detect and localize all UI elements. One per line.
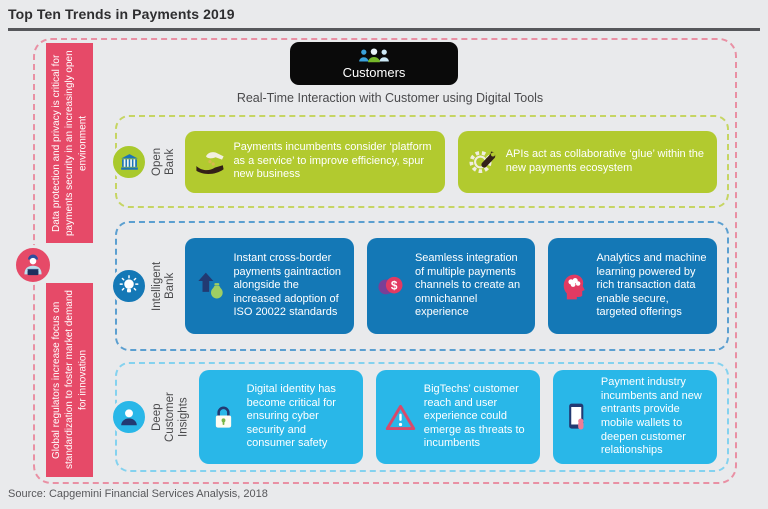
side-banner-global-regulators: Global regulators increase focus on stan… — [46, 283, 93, 477]
trend-text: Digital identity has become critical for… — [246, 382, 336, 450]
money-growth-icon — [194, 271, 226, 301]
page-title: Top Ten Trends in Payments 2019 — [8, 6, 235, 22]
trend-box-apis-glue: APIs act as collaborative ‘glue’ within … — [457, 130, 717, 193]
trend-text: BigTechs’ customer reach and user experi… — [423, 382, 525, 450]
row-intelligent-bank: Intelligent Bank Instant cross-border pa… — [110, 221, 729, 351]
customers-box: Customers — [290, 42, 458, 85]
trend-box-bigtechs-threat: BigTechs’ customer reach and user experi… — [375, 370, 540, 464]
dollar-channels-icon: $ — [376, 272, 408, 300]
customers-label: Customers — [342, 65, 406, 80]
padlock-icon — [208, 403, 240, 432]
bank-icon — [120, 154, 138, 170]
analyst-badge — [13, 245, 53, 285]
customers-caption: Real-Time Interaction with Customer usin… — [236, 91, 544, 105]
trend-text: Payments incumbents consider ‘platform a… — [233, 141, 432, 181]
side-banner-text: Global regulators increase focus on stan… — [50, 290, 89, 470]
row-label-deep-customer-insights: Deep Customer Insights — [151, 392, 190, 442]
warning-triangle-icon — [385, 403, 417, 432]
trend-box-omnichannel: $ Seamless integration of multiple payme… — [366, 238, 536, 334]
trend-text: Payment industry incumbents and new entr… — [600, 376, 702, 457]
trend-text: Analytics and machine learning powered b… — [596, 251, 707, 319]
trend-text: Seamless integration of multiple payment… — [414, 251, 521, 319]
hand-payment-icon — [194, 149, 226, 175]
open-bank-badge — [110, 142, 148, 181]
lightbulb-icon — [119, 275, 139, 293]
row-label-open-bank: Open Bank — [151, 147, 177, 176]
row-deep-customer-insights: Deep Customer Insights Digital identity … — [110, 362, 729, 472]
trend-box-digital-identity: Digital identity has become critical for… — [198, 370, 363, 464]
brain-analytics-icon — [557, 271, 589, 301]
mobile-wallet-icon — [562, 402, 594, 432]
row-open-bank: Open Bank Payments incumbents consider ‘… — [110, 115, 729, 208]
trend-box-platform-as-a-service: Payments incumbents consider ‘platform a… — [185, 130, 445, 193]
intelligent-bank-badge — [110, 267, 148, 305]
side-banner-data-protection: Data protection and privacy is critical … — [46, 43, 93, 243]
trend-text: Instant cross-border payments gaintracti… — [233, 251, 342, 319]
customer-person-icon — [121, 409, 137, 426]
trend-box-analytics-ml: Analytics and machine learning powered b… — [548, 238, 717, 334]
title-rule — [8, 28, 760, 31]
analyst-at-laptop-icon — [24, 254, 42, 276]
trend-text: APIs act as collaborative ‘glue’ within … — [505, 147, 705, 174]
customers-group-icon — [359, 48, 389, 63]
trend-box-cross-border-payments: Instant cross-border payments gaintracti… — [185, 238, 354, 334]
row-label-intelligent-bank: Intelligent Bank — [151, 261, 177, 311]
trend-rows: Open Bank Payments incumbents consider ‘… — [110, 115, 729, 472]
svg-text:$: $ — [391, 278, 398, 292]
source-note: Source: Capgemini Financial Services Ana… — [8, 488, 268, 500]
trend-box-mobile-wallets: Payment industry incumbents and new entr… — [552, 370, 717, 464]
side-banner-text: Data protection and privacy is critical … — [50, 50, 89, 236]
deep-customer-insights-badge — [110, 398, 148, 436]
gear-wrench-icon — [467, 147, 499, 177]
